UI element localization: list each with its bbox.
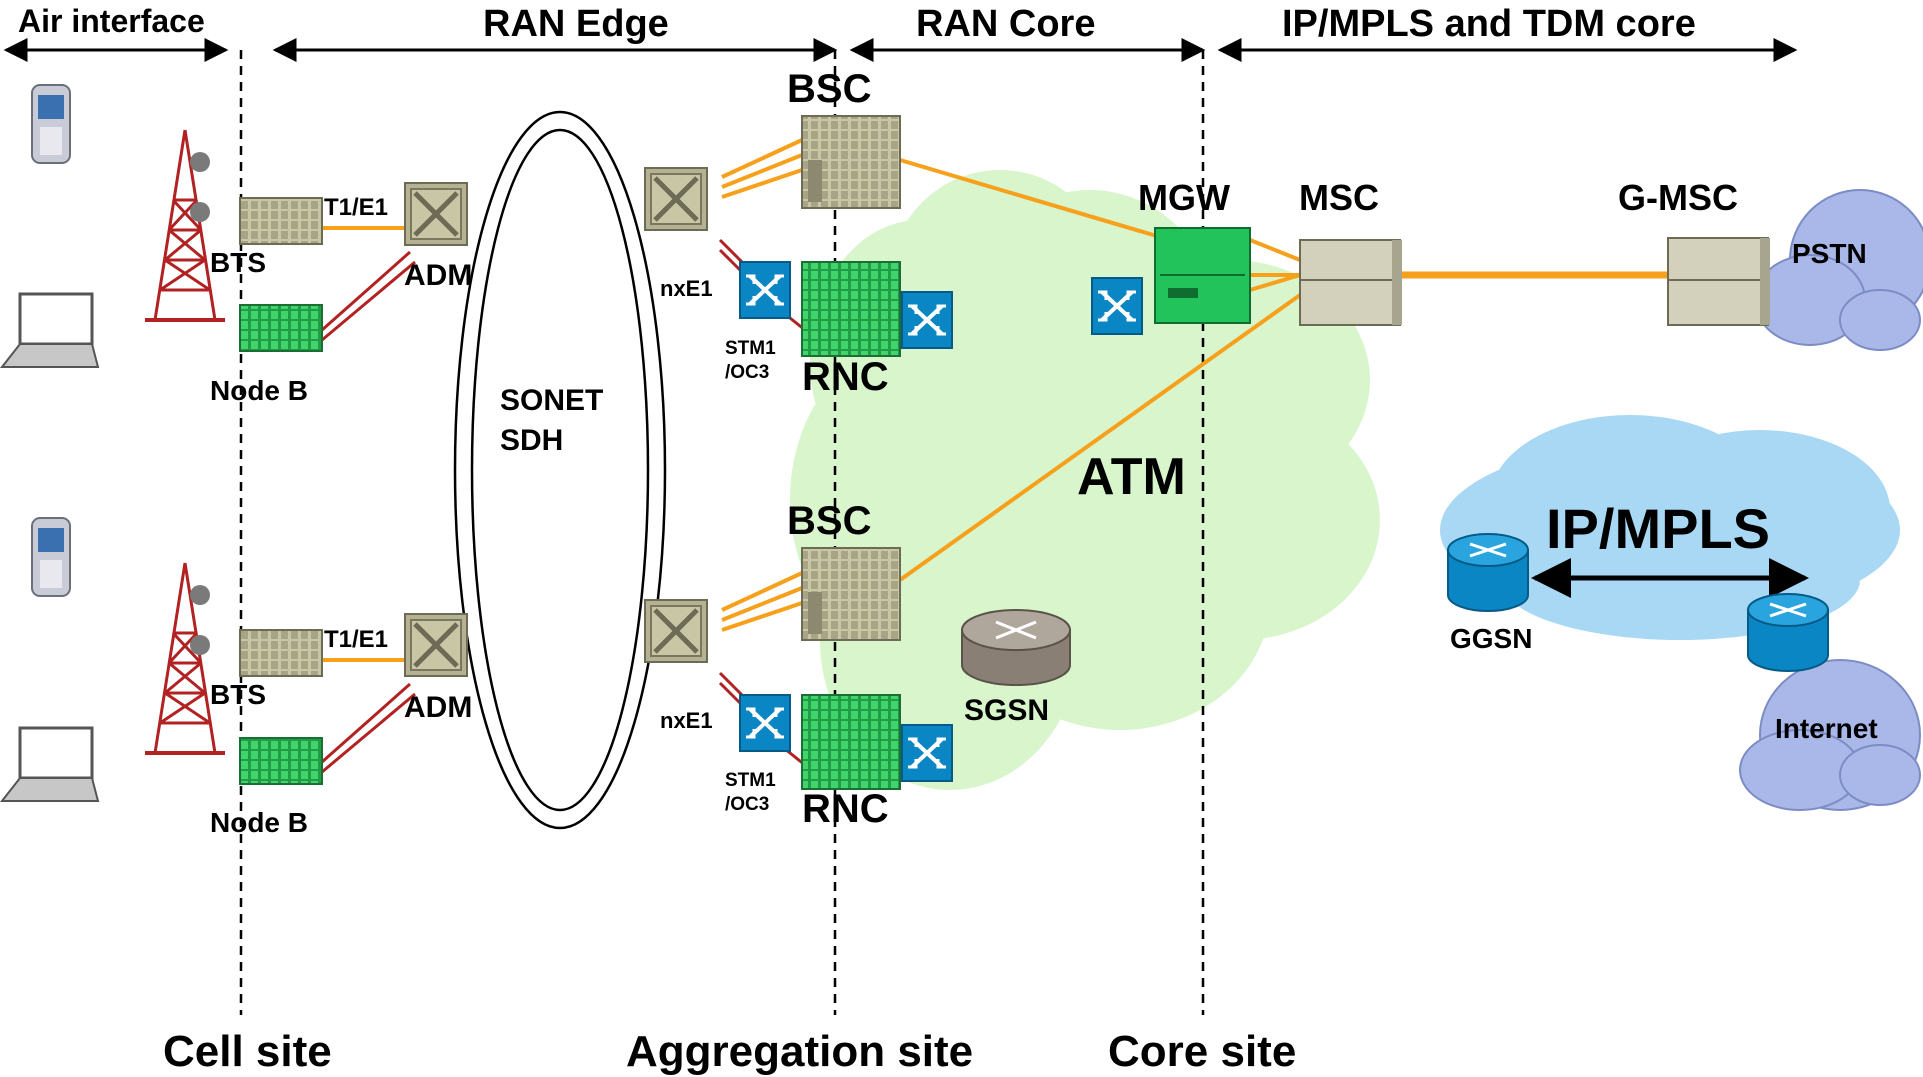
label-pstn: PSTN xyxy=(1792,238,1867,269)
label-ip-mpls: IP/MPLS xyxy=(1546,497,1770,560)
label-mgw: MGW xyxy=(1138,177,1230,218)
cell-tower-icon xyxy=(145,562,225,755)
adm-icon xyxy=(645,168,707,230)
sgsn-router-icon xyxy=(961,609,1071,686)
zone-label-ran-edge: RAN Edge xyxy=(483,3,669,45)
site-label-core: Core site xyxy=(1108,1027,1296,1076)
rnc-equipment xyxy=(801,261,901,357)
adm-icon xyxy=(645,600,707,662)
laptop-icon xyxy=(0,726,100,802)
mobile-phone-icon xyxy=(31,517,71,597)
label-bts: BTS xyxy=(210,247,266,278)
bts-equipment xyxy=(239,629,323,677)
nodeb-equipment xyxy=(239,737,323,785)
label-t1e1: T1/E1 xyxy=(324,626,388,653)
cell-tower-icon xyxy=(145,129,225,322)
bts-equipment xyxy=(239,197,323,245)
label-sgsn: SGSN xyxy=(964,694,1049,727)
sonet-ring xyxy=(453,110,667,830)
links-red xyxy=(321,238,806,774)
label-sonet: SONET xyxy=(500,384,603,417)
pstn-cloud xyxy=(1754,189,1923,351)
label-stm1: /OC3 xyxy=(725,362,769,383)
label-nxe1: nxE1 xyxy=(660,276,713,301)
mobile-phone-icon xyxy=(31,84,71,164)
label-bsc: BSC xyxy=(787,67,871,111)
gmsc-equipment xyxy=(1667,237,1770,326)
internet-router-icon xyxy=(1747,593,1829,672)
atm-switch-icon xyxy=(1090,276,1144,336)
label-bts: BTS xyxy=(210,679,266,710)
zone-label-ip-core: IP/MPLS and TDM core xyxy=(1282,3,1696,45)
label-sdh: SDH xyxy=(500,424,563,457)
site-label-aggregation: Aggregation site xyxy=(626,1027,973,1076)
label-atm: ATM xyxy=(1077,448,1186,506)
bsc-equipment xyxy=(801,115,901,209)
atm-switch-icon xyxy=(738,693,792,753)
atm-switch-icon xyxy=(738,260,792,320)
rnc-equipment xyxy=(801,694,901,790)
atm-switch-icon xyxy=(900,290,954,350)
label-msc: MSC xyxy=(1299,177,1379,218)
zone-label-ran-core: RAN Core xyxy=(916,3,1095,45)
label-t1e1: T1/E1 xyxy=(324,194,388,221)
label-adm: ADM xyxy=(404,259,472,292)
label-node-b: Node B xyxy=(210,375,308,406)
label-stm1: /OC3 xyxy=(725,794,769,815)
internet-cloud xyxy=(1739,659,1921,811)
label-gmsc: G-MSC xyxy=(1618,177,1738,218)
label-stm1: STM1 xyxy=(725,770,776,791)
adm-icon xyxy=(405,614,467,676)
msc-equipment xyxy=(1299,239,1402,326)
links-orange xyxy=(322,138,1670,662)
bsc-equipment xyxy=(801,547,901,641)
label-rnc: RNC xyxy=(802,787,889,831)
label-stm1: STM1 xyxy=(725,338,776,359)
nodeb-equipment xyxy=(239,304,323,352)
label-bsc: BSC xyxy=(787,499,871,543)
mgw-equipment xyxy=(1154,227,1251,324)
atm-switch-icon xyxy=(900,723,954,783)
label-node-b: Node B xyxy=(210,807,308,838)
laptop-icon xyxy=(0,292,100,368)
site-label-cell: Cell site xyxy=(163,1027,332,1076)
label-nxe1: nxE1 xyxy=(660,708,713,733)
label-internet: Internet xyxy=(1775,713,1878,744)
label-rnc: RNC xyxy=(802,355,889,399)
adm-icon xyxy=(405,183,467,245)
label-ggsn: GGSN xyxy=(1450,623,1532,654)
ggsn-router-icon xyxy=(1447,533,1529,612)
label-adm: ADM xyxy=(404,691,472,724)
zone-label-air: Air interface xyxy=(18,3,205,39)
